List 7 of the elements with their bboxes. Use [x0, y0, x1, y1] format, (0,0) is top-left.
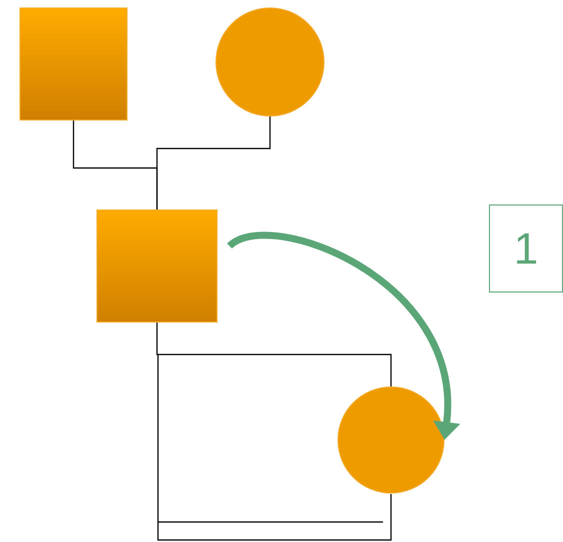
square-symbol — [96, 210, 218, 322]
number-box: 1 — [489, 204, 563, 292]
square-symbol — [20, 8, 128, 120]
circle-symbol — [216, 8, 324, 116]
descent-line — [156, 322, 392, 386]
circle-symbol — [338, 386, 444, 494]
descent-line — [156, 116, 271, 210]
